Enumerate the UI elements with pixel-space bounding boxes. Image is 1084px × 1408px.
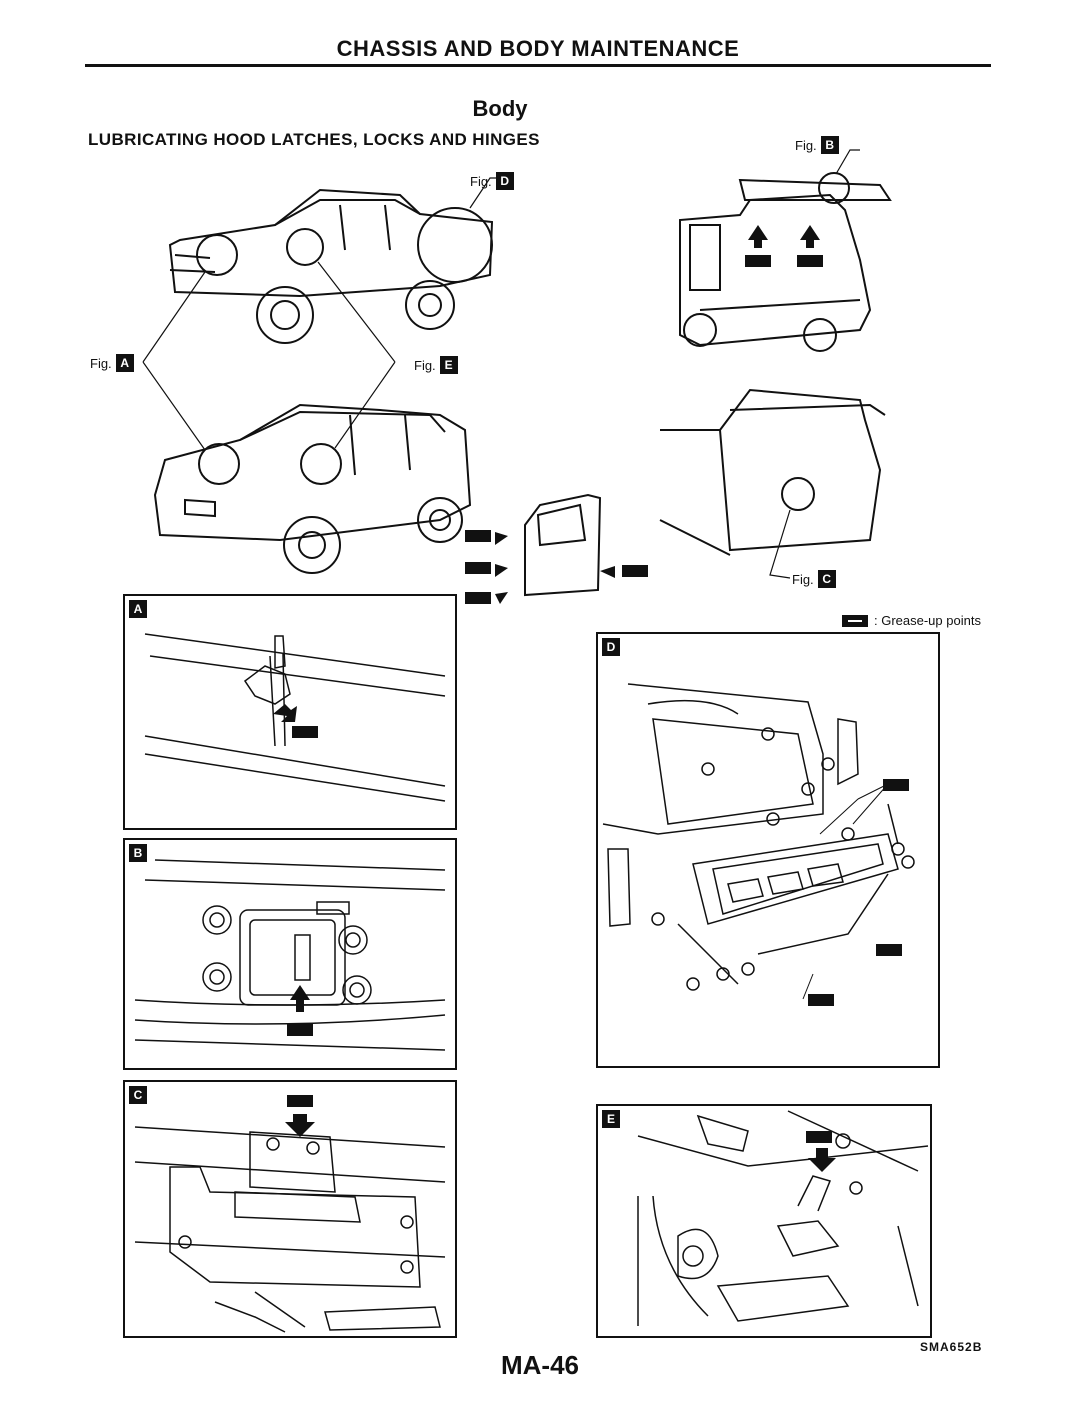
- figure-panel-c: C: [123, 1080, 457, 1338]
- subsection-title: LUBRICATING HOOD LATCHES, LOCKS AND HING…: [88, 130, 540, 149]
- vehicle-overview-illustration: [142, 149, 892, 604]
- fig-c-callout: Fig. C: [792, 570, 836, 588]
- fig-prefix: Fig.: [795, 137, 817, 153]
- grease-legend: : Grease-up points: [842, 613, 981, 628]
- fig-b-tag: B: [820, 136, 839, 154]
- panel-d-tag: D: [602, 638, 620, 656]
- tailgate-hinge-exploded-view: [602, 683, 915, 1006]
- header-rule: [85, 64, 991, 67]
- grease-legend-label: : Grease-up points: [874, 613, 981, 628]
- fig-a-callout: Fig. A: [90, 354, 134, 372]
- figure-panel-b: B: [123, 838, 457, 1070]
- panel-e-tag: E: [602, 1110, 620, 1128]
- back-door-lock-illustration: [134, 1095, 446, 1333]
- fig-b-callout: Fig. B: [795, 136, 839, 154]
- panel-b-tag: B: [129, 844, 147, 862]
- fig-e-tag: E: [439, 356, 458, 374]
- panel-a-tag: A: [129, 600, 147, 618]
- hood-latch-illustration: [144, 633, 446, 802]
- hood-hinge-illustration: [637, 1110, 929, 1326]
- fig-prefix: Fig.: [414, 357, 436, 373]
- grease-point-icon: [842, 614, 868, 627]
- fig-e-callout: Fig. E: [414, 356, 458, 374]
- back-door-striker-illustration: [134, 859, 446, 1051]
- panel-c-tag: C: [129, 1086, 147, 1104]
- page-number: MA-46: [500, 1350, 579, 1380]
- illustration-code: SMA652B: [920, 1340, 983, 1354]
- fig-a-tag: A: [115, 354, 134, 372]
- fig-c-tag: C: [817, 570, 836, 588]
- fig-d-tag: D: [495, 172, 514, 190]
- fig-d-callout: Fig. D: [470, 172, 514, 190]
- fig-prefix: Fig.: [792, 571, 814, 587]
- figure-panel-d: D: [596, 632, 940, 1068]
- figure-panel-e: E: [596, 1104, 932, 1338]
- fig-prefix: Fig.: [470, 173, 492, 189]
- fig-prefix: Fig.: [90, 355, 112, 371]
- page-header: CHASSIS AND BODY MAINTENANCE: [336, 36, 740, 61]
- figure-panel-a: A: [123, 594, 457, 830]
- section-title: Body: [472, 96, 528, 121]
